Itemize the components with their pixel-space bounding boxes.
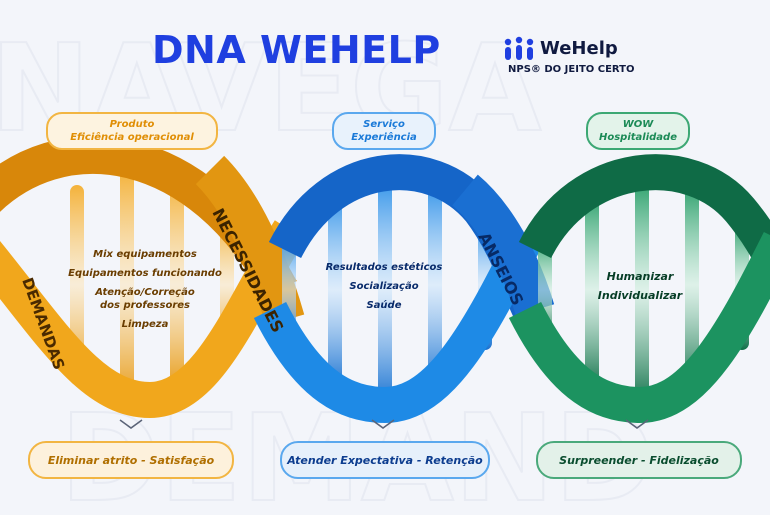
- blue-bottom-label-text: Atender Expectativa - Retenção: [287, 453, 483, 467]
- chevron-down-icon: [119, 419, 143, 429]
- blue-top-label: Serviço Experiência: [332, 112, 436, 150]
- blue-top-label-line1: Serviço: [363, 119, 405, 130]
- logo-tagline: NPS® DO JEITO CERTO: [508, 64, 635, 75]
- chevron-down-icon: [371, 419, 395, 429]
- orange-bottom-label: Eliminar atrito - Satisfação: [28, 441, 234, 479]
- list-item: Saúde: [366, 300, 402, 311]
- page-title: DNA WEHELP: [152, 28, 441, 72]
- wehelp-logo: WeHelp NPS® DO JEITO CERTO: [500, 34, 650, 84]
- list-item: Individualizar: [597, 289, 683, 302]
- blue-items-list: Resultados estéticos Socialização Saúde: [314, 261, 454, 318]
- green-items-list: Humanizar Individualizar: [578, 270, 702, 308]
- orange-items-list: Mix equipamentos Equipamentos funcionand…: [60, 248, 230, 337]
- list-item: Atenção/Correção dos professores: [95, 287, 195, 311]
- green-top-label-line1: WOW: [622, 119, 654, 130]
- green-top-label: WOW Hospitalidade: [586, 112, 690, 150]
- list-item: Humanizar: [606, 270, 674, 283]
- green-bottom-label: Surpreender - Fidelização: [536, 441, 742, 479]
- orange-front-strand: [0, 220, 306, 419]
- blue-top-label-line2: Experiência: [351, 132, 417, 143]
- orange-top-label-line1: Produto: [109, 119, 155, 130]
- blue-front-strand: [253, 231, 542, 424]
- green-front-strand: [508, 231, 770, 424]
- green-top-label-line2: Hospitalidade: [598, 132, 677, 143]
- list-item: Mix equipamentos: [93, 249, 197, 260]
- list-item: Socialização: [349, 281, 419, 292]
- chevron-down-icon: [625, 419, 649, 429]
- list-item: Equipamentos funcionando: [68, 268, 222, 279]
- green-back-strand: [518, 154, 770, 292]
- blue-bottom-label: Atender Expectativa - Retenção: [280, 441, 490, 479]
- list-item: Resultados estéticos: [325, 262, 443, 273]
- orange-top-label: Produto Eficiência operacional: [46, 112, 218, 150]
- orange-top-label-line2: Eficiência operacional: [70, 132, 194, 143]
- blue-anseios-band: [451, 174, 555, 316]
- list-item: Limpeza: [121, 319, 169, 330]
- people-logo-icon: [504, 36, 534, 60]
- logo-name: WeHelp: [540, 38, 618, 59]
- orange-bottom-label-text: Eliminar atrito - Satisfação: [47, 453, 215, 467]
- orange-necessidades-band: [195, 155, 305, 326]
- green-bottom-label-text: Surpreender - Fidelização: [559, 453, 719, 467]
